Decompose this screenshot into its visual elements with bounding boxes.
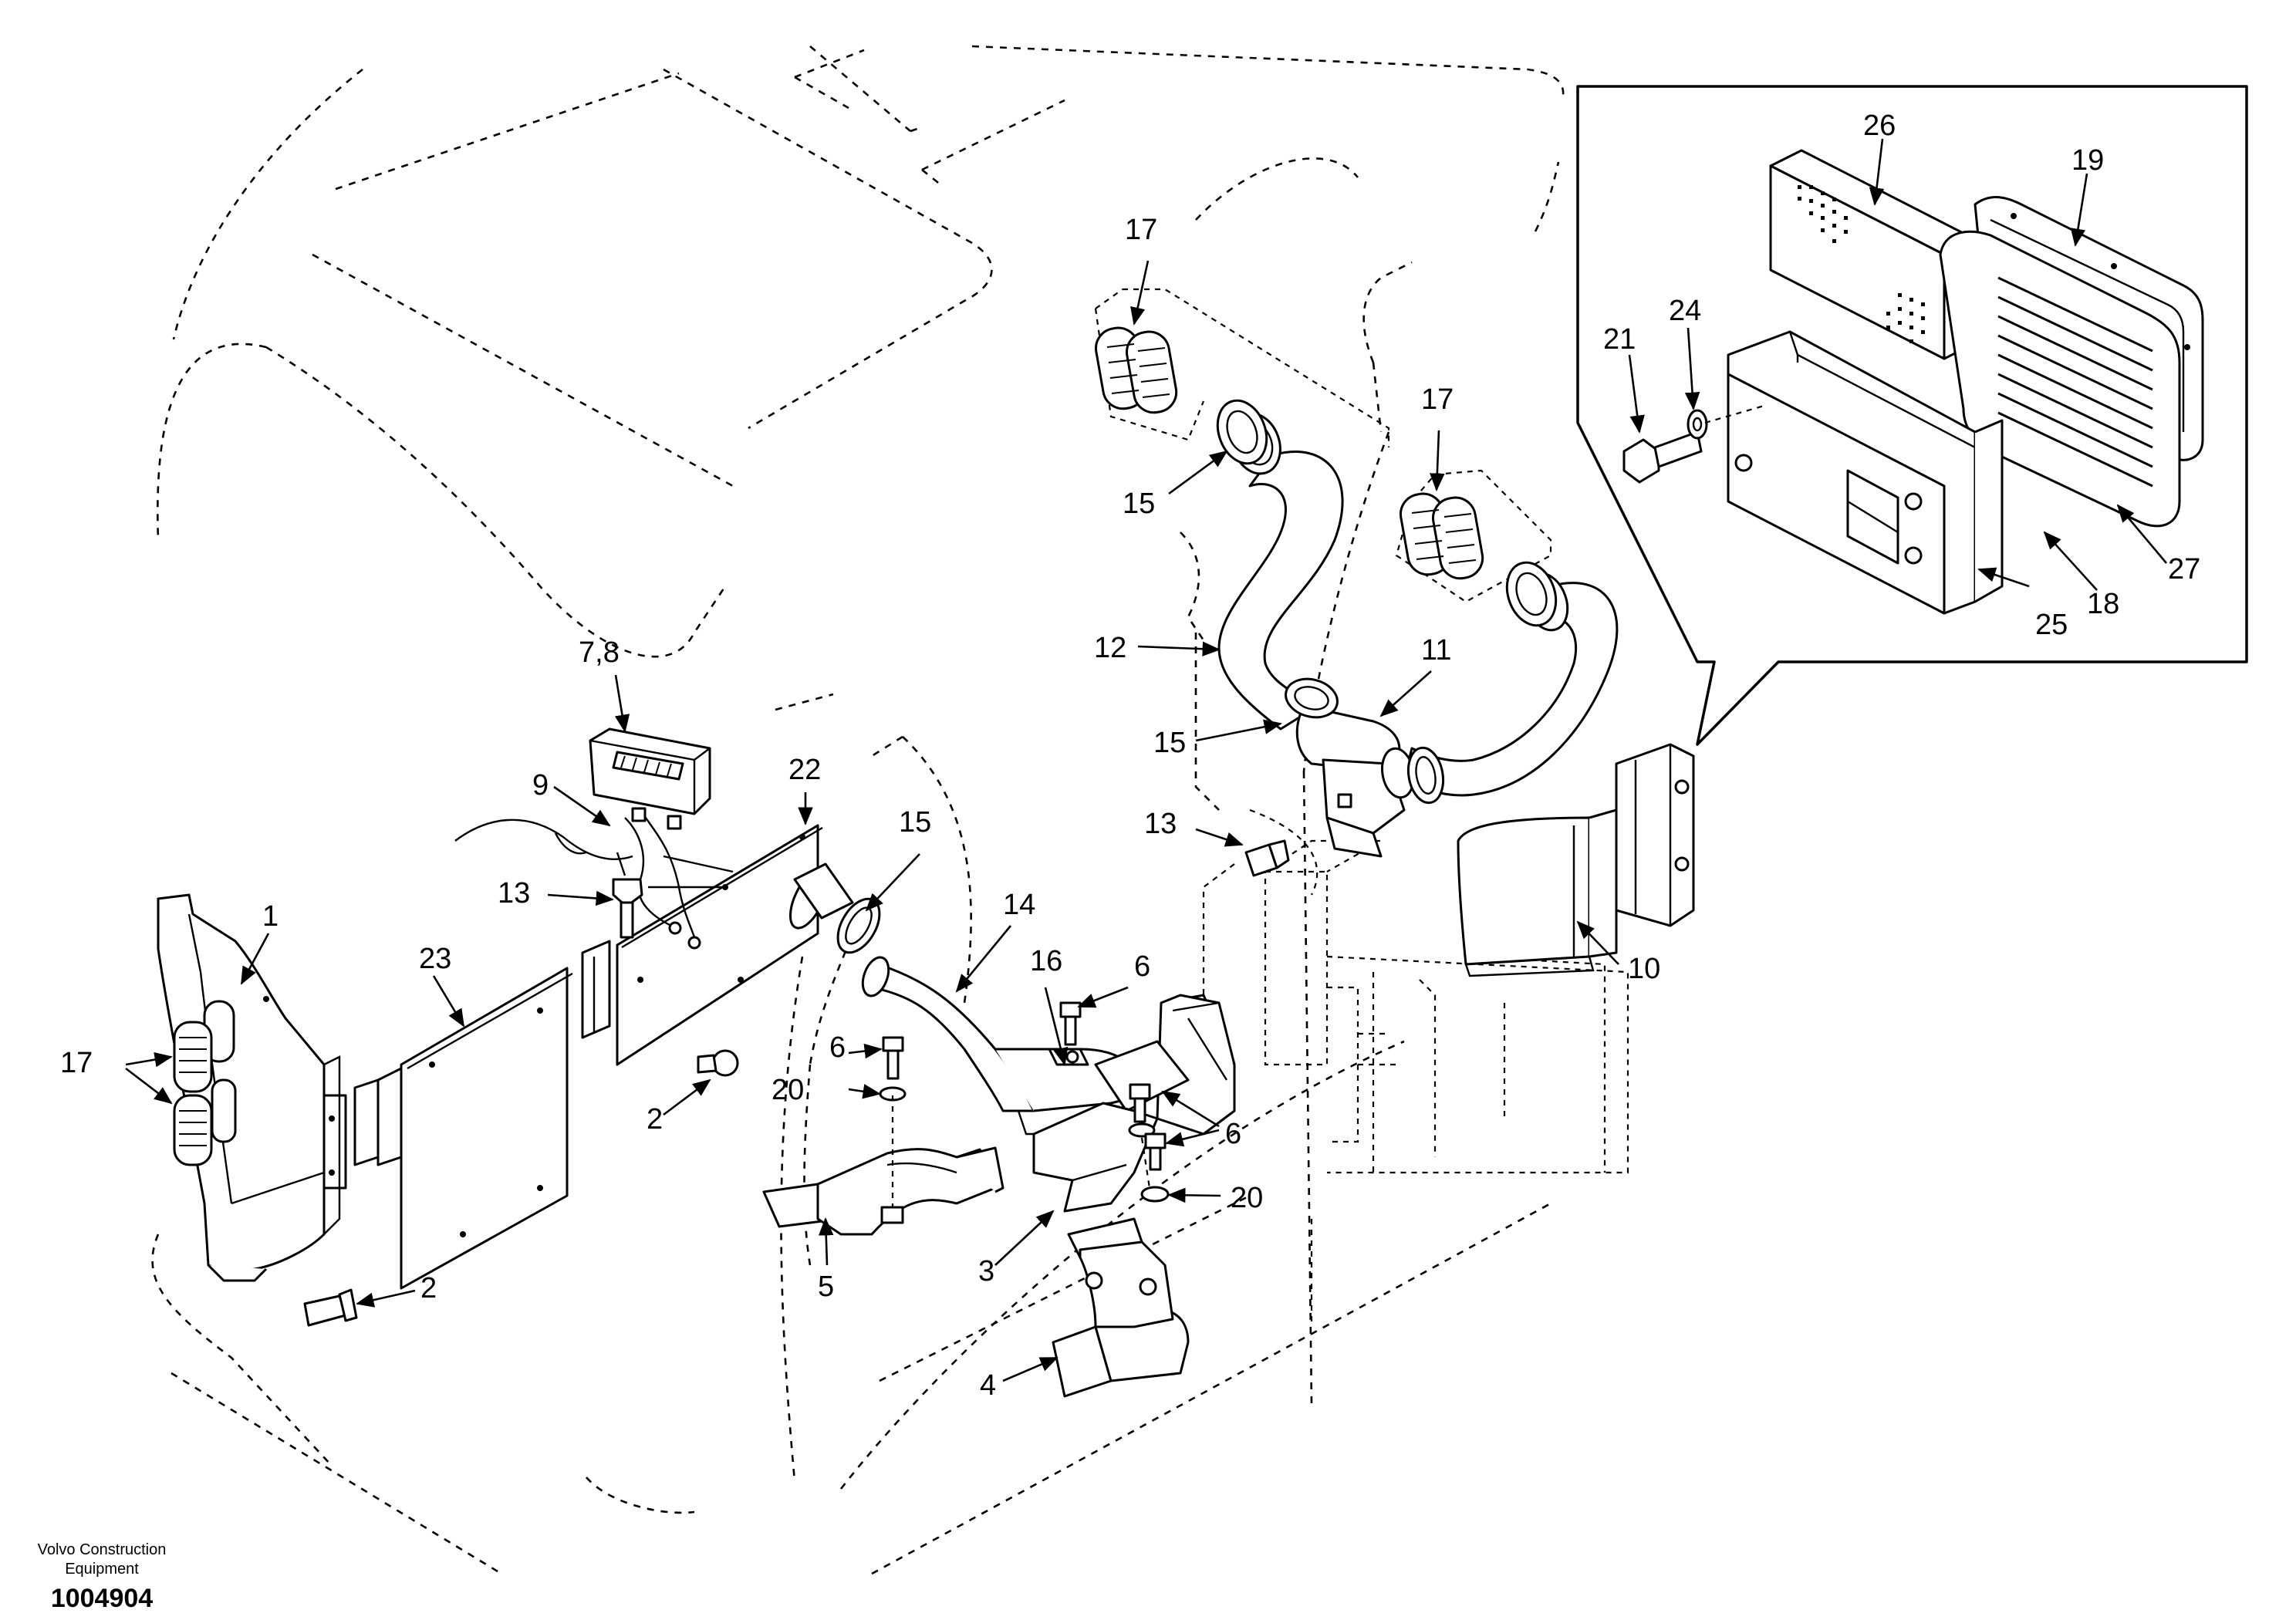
- bracket-3: [1032, 1102, 1159, 1213]
- control-board-22: [581, 824, 823, 1066]
- company-name-line2: Equipment: [65, 1561, 139, 1578]
- callout-23: 23: [419, 943, 451, 975]
- plate-23: [353, 967, 573, 1290]
- callout-3: 3: [978, 1255, 994, 1288]
- leader-lines: [125, 138, 2167, 1382]
- drawing-number: 1004904: [51, 1584, 153, 1613]
- screw-13-right: [1244, 839, 1290, 877]
- vent-17-upper-left: [1094, 288, 1390, 447]
- callout-14: 14: [1003, 889, 1035, 921]
- tee-11: [1295, 704, 1415, 858]
- callout-13: 13: [1144, 808, 1177, 840]
- clamp-15-right-top: [1505, 561, 1558, 627]
- callout-15: 15: [899, 806, 931, 839]
- left-vent-duct: [157, 893, 347, 1282]
- washer-24: [1687, 409, 1708, 440]
- housing-25: [1727, 330, 2004, 615]
- callout-7-8: 7,8: [579, 636, 620, 669]
- callout-13: 13: [498, 877, 530, 910]
- clamp-15-top: [1216, 399, 1268, 465]
- callout-25: 25: [2035, 609, 2068, 641]
- elbow-4: [1052, 1217, 1190, 1398]
- callout-16: 16: [1030, 945, 1062, 977]
- callout-17: 17: [60, 1047, 93, 1079]
- callout-9: 9: [532, 769, 549, 802]
- bolt-21: [1622, 430, 1703, 484]
- callout-1: 1: [262, 900, 279, 933]
- side-connector: [1615, 743, 1695, 927]
- callout-12: 12: [1094, 632, 1126, 664]
- vent-17-upper-right: [1395, 469, 1552, 603]
- callout-15: 15: [1123, 488, 1155, 520]
- callout-27: 27: [2168, 553, 2200, 586]
- callout-6: 6: [1134, 950, 1150, 983]
- duct-5: [762, 1146, 1004, 1236]
- relay-7-8: [589, 727, 711, 815]
- callout-24: 24: [1669, 295, 1701, 327]
- wire-harness-9: [454, 807, 734, 950]
- callout-6: 6: [829, 1031, 846, 1064]
- callout-11: 11: [1421, 634, 1451, 667]
- screw-13-left: [612, 878, 643, 939]
- callout-labels: 1 2 2 3 4 5 6 6 6 7,8 9 10 11 12 13 13 1…: [60, 110, 2200, 1402]
- screw-2-mid: [697, 1049, 739, 1077]
- grille-lines: [179, 1037, 207, 1146]
- callout-22: 22: [788, 754, 821, 786]
- elbow-duct-10: [1457, 808, 1618, 977]
- callout-17: 17: [1421, 383, 1454, 416]
- callout-19: 19: [2071, 144, 2104, 177]
- footer-block: Volvo Construction Equipment 1004904: [38, 1541, 167, 1613]
- clamp-15-tee-right: [1406, 746, 1445, 805]
- callout-4: 4: [980, 1369, 996, 1402]
- callout-17: 17: [1125, 214, 1157, 246]
- screw-2-bottom: [303, 1288, 358, 1327]
- callout-26: 26: [1863, 110, 1896, 142]
- callout-18: 18: [2087, 588, 2119, 620]
- company-name-line1: Volvo Construction: [38, 1541, 167, 1558]
- callout-10: 10: [1628, 953, 1660, 985]
- callout-20: 20: [1231, 1182, 1263, 1214]
- clamp-15-tee-left: [1285, 677, 1339, 719]
- callout-2: 2: [420, 1272, 437, 1304]
- callout-5: 5: [818, 1271, 834, 1303]
- callout-2: 2: [647, 1103, 663, 1136]
- callout-6: 6: [1225, 1118, 1241, 1150]
- callout-20: 20: [772, 1074, 804, 1106]
- callout-15: 15: [1153, 727, 1186, 759]
- hose-14: [789, 862, 1143, 1136]
- callout-21: 21: [1603, 323, 1636, 356]
